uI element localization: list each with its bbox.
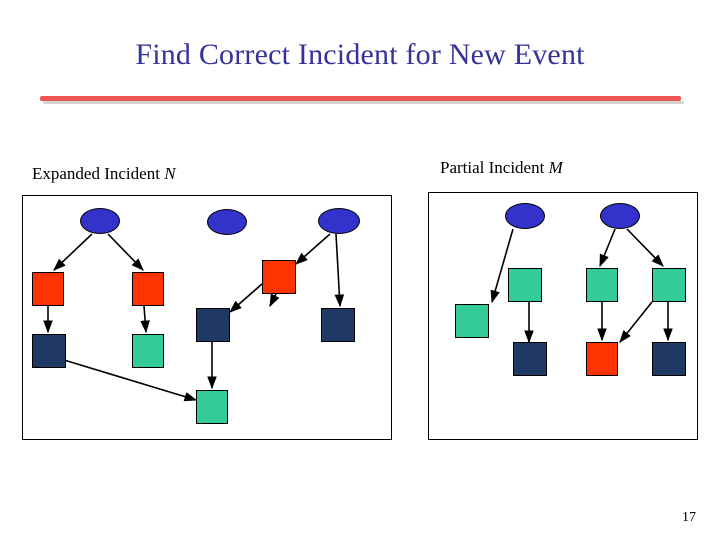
box-r1 — [508, 268, 542, 302]
ellipse-r2 — [600, 203, 640, 229]
ellipse-r1 — [505, 203, 545, 229]
box-r2 — [586, 268, 618, 302]
box-r7 — [652, 342, 686, 376]
edge-arrow — [626, 228, 664, 267]
right-panel-label-text: Partial Incident — [440, 158, 549, 177]
box-l2 — [132, 272, 164, 306]
page-title: Find Correct Incident for New Event — [135, 38, 585, 71]
left-panel-label-text: Expanded Incident — [32, 164, 165, 183]
box-r5 — [513, 342, 547, 376]
edge-arrow — [490, 228, 514, 304]
title-rule-shadow — [43, 101, 684, 104]
left-graph-edges — [43, 233, 345, 402]
box-l4 — [32, 334, 66, 368]
left-panel-label: Expanded Incident N — [32, 164, 176, 184]
edge-arrow — [295, 233, 331, 265]
edge-arrow — [599, 228, 616, 268]
box-l3 — [262, 260, 296, 294]
ellipse-l1 — [80, 208, 120, 234]
title-rule — [40, 96, 681, 101]
right-graph-edges — [490, 228, 673, 344]
ellipse-l3 — [318, 208, 360, 234]
edge-arrow — [53, 233, 93, 271]
box-r3 — [652, 268, 686, 302]
box-l7 — [321, 308, 355, 342]
edge-arrow — [63, 359, 198, 402]
edge-arrow — [269, 293, 280, 308]
box-r6 — [586, 342, 618, 376]
box-r4 — [455, 304, 489, 338]
edge-arrow — [334, 233, 345, 308]
edge-arrow — [140, 305, 150, 334]
edge-arrow — [229, 283, 263, 313]
box-l6 — [196, 308, 230, 342]
page-number: 17 — [682, 510, 696, 525]
edge-arrow — [619, 301, 653, 343]
box-l5 — [132, 334, 164, 368]
box-l8 — [196, 390, 228, 424]
edge-arrow — [107, 233, 144, 271]
box-l1 — [32, 272, 64, 306]
right-panel-label-italic: M — [548, 158, 563, 177]
right-panel-label: Partial Incident M — [440, 158, 563, 178]
ellipse-l2 — [207, 209, 247, 235]
left-panel-label-italic: N — [164, 164, 176, 183]
